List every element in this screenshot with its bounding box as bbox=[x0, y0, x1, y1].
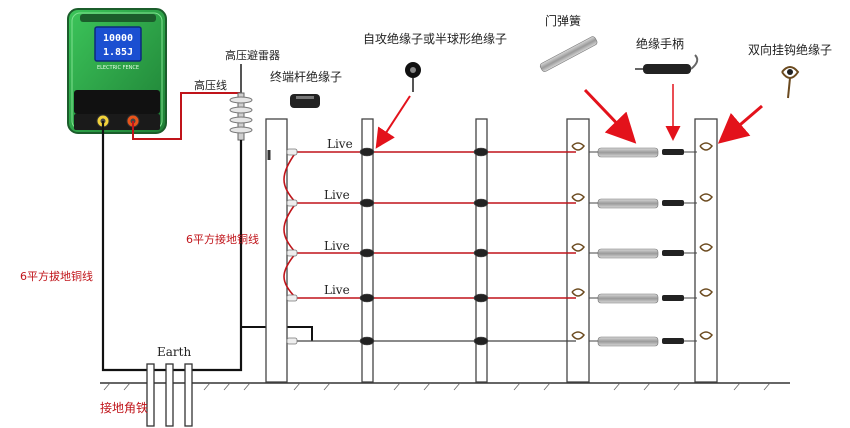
ground-wire-from-arrester bbox=[196, 140, 243, 372]
live-label-3: Live bbox=[324, 239, 350, 253]
live-label-1: Live bbox=[327, 137, 353, 151]
gate-spring-label: 门弹簧 bbox=[545, 13, 581, 28]
ground-wire-label-left: 6平方拔地铜线 bbox=[20, 269, 93, 283]
self-tapping-insulator-label: 自攻绝缘子或半球形绝缘子 bbox=[363, 31, 507, 46]
lightning-arrester-label: 高压避雷器 bbox=[225, 48, 280, 62]
grounding-rods bbox=[146, 363, 193, 427]
ground-wire-from-energizer bbox=[101, 121, 150, 372]
ground-wire-to-fence bbox=[241, 326, 313, 341]
display-energy: 1.85J bbox=[103, 47, 133, 58]
gate-spring-icon bbox=[539, 36, 598, 72]
live-label-2: Live bbox=[324, 188, 350, 202]
lightning-arrester bbox=[229, 64, 253, 141]
double-hook-insulator-icon bbox=[781, 66, 800, 99]
post-insulators bbox=[359, 147, 489, 346]
terminal-insulator-icon bbox=[290, 94, 320, 108]
arrow-to-post-insulator bbox=[375, 95, 411, 149]
terminal-pole-insulator-label: 终端杆绝缘子 bbox=[270, 69, 342, 84]
earth-label: Earth bbox=[157, 345, 191, 359]
hook-insulators bbox=[571, 142, 713, 340]
live-label-4: Live bbox=[324, 283, 350, 297]
insulated-handle-icon bbox=[635, 54, 699, 74]
fence-energizer: 10000 1.85J ELECTRIC FENCE bbox=[67, 8, 167, 134]
device-brand: ELECTRIC FENCE bbox=[97, 65, 139, 71]
terminal-insulators bbox=[286, 148, 298, 345]
arrow-to-hook-insulator bbox=[717, 104, 763, 144]
gate-assemblies bbox=[589, 147, 697, 347]
insulated-handle-label: 绝缘手柄 bbox=[636, 36, 684, 51]
energizer-display bbox=[94, 26, 142, 62]
grounding-angle-iron-label: 接地角铁 bbox=[100, 400, 148, 415]
double-hook-insulator-label: 双向挂钩绝缘子 bbox=[748, 42, 832, 57]
high-voltage-wire-label: 高压线 bbox=[194, 78, 227, 92]
display-voltage: 10000 bbox=[103, 33, 133, 44]
ground-wire-label-center: 6平方接地铜线 bbox=[186, 232, 259, 246]
live-wires bbox=[283, 151, 576, 299]
self-tapping-insulator-icon bbox=[405, 62, 421, 92]
arrow-to-gate-spring bbox=[583, 88, 637, 144]
